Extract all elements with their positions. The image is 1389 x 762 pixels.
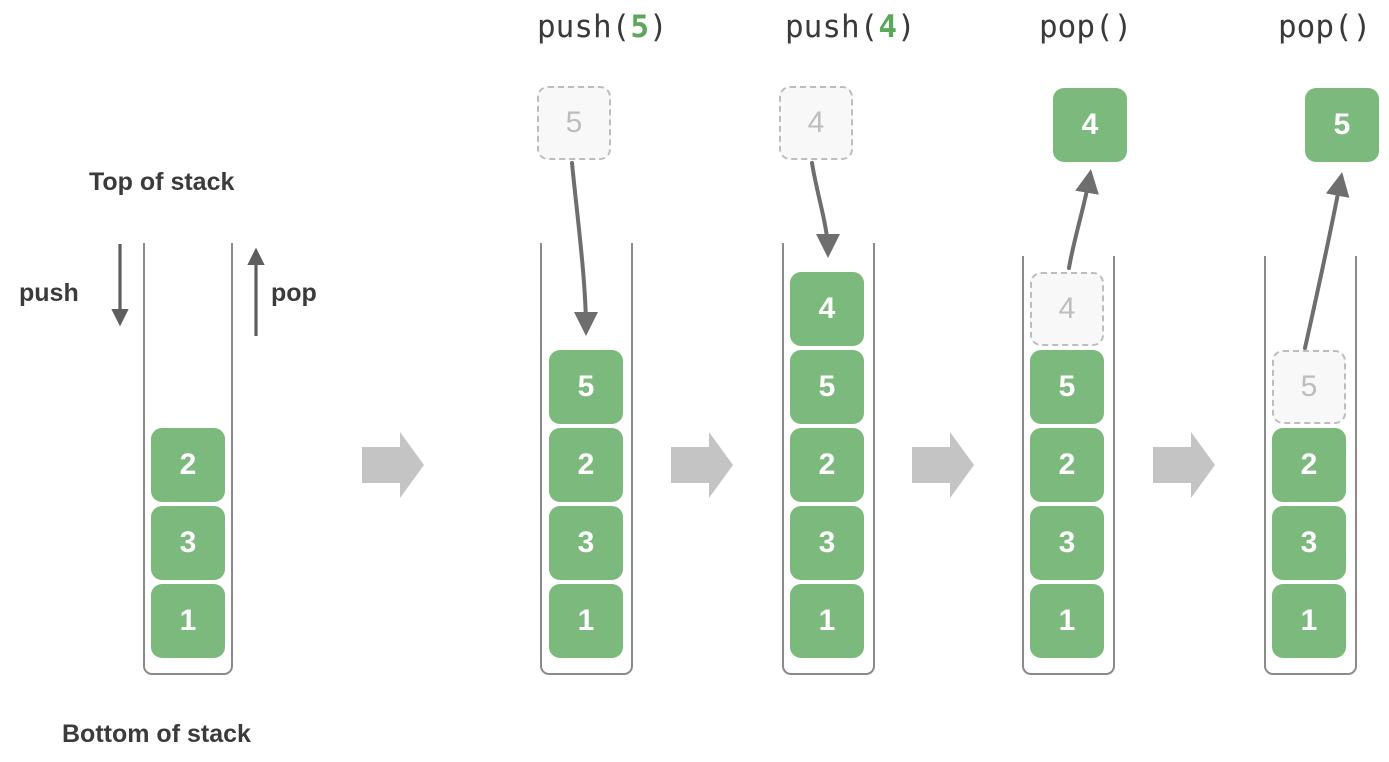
stack-cell: 2 (1030, 428, 1104, 502)
stack-cell: 4 (1030, 272, 1104, 346)
cell-value: 3 (1300, 526, 1318, 559)
operation-label-pop-1: pop() (1039, 12, 1132, 43)
cell-value: 3 (818, 526, 836, 559)
cell-value: 5 (1058, 370, 1076, 403)
cell-value: 5 (1300, 370, 1318, 403)
stack-cell: 1 (151, 584, 225, 658)
op-close: ) (897, 9, 916, 45)
stack-cell: 1 (549, 584, 623, 658)
stack-cell: 1 (1030, 584, 1104, 658)
flow-arrow-4 (1153, 432, 1215, 498)
push-4-motion-arrow (810, 161, 840, 258)
push-label: push (19, 279, 79, 307)
stack-cell: 2 (549, 428, 623, 502)
cell-value: 5 (1333, 108, 1351, 141)
cell-value: 1 (1058, 604, 1076, 637)
cell-value: 4 (1081, 108, 1099, 141)
stack-cell: 5 (549, 350, 623, 424)
op-close: ) (649, 9, 668, 45)
stack-cell: 3 (549, 506, 623, 580)
cell-value: 1 (577, 604, 595, 637)
stack-cell: 3 (790, 506, 864, 580)
cell-value: 4 (818, 292, 836, 325)
flow-arrow-2 (671, 432, 733, 498)
stack-cell: 5 (790, 350, 864, 424)
cell-value: 5 (818, 370, 836, 403)
stack-cell: 1 (1272, 584, 1346, 658)
stack-cell: 5 (1272, 350, 1346, 424)
cell-value: 3 (577, 526, 595, 559)
stack-cell: 2 (790, 428, 864, 502)
incoming-value-box: 5 (537, 86, 611, 160)
pop-4-motion-arrow (1067, 169, 1099, 270)
cell-value: 3 (179, 526, 197, 559)
cell-value: 2 (179, 448, 197, 481)
outgoing-value-box: 5 (1305, 88, 1379, 162)
stack-cell: 1 (790, 584, 864, 658)
cell-value: 2 (818, 448, 836, 481)
flow-arrow-3 (912, 432, 974, 498)
top-of-stack-label: Top of stack (89, 168, 235, 196)
operation-label-push-4: push(4) (785, 12, 916, 43)
stack-cell: 5 (1030, 350, 1104, 424)
op-arg: 5 (630, 9, 649, 45)
cell-value: 5 (565, 106, 583, 139)
cell-value: 2 (1058, 448, 1076, 481)
stack-cell: 3 (151, 506, 225, 580)
cell-value: 5 (577, 370, 595, 403)
stack-cell: 4 (790, 272, 864, 346)
cell-value: 2 (1300, 448, 1318, 481)
cell-value: 2 (577, 448, 595, 481)
cell-value: 4 (1058, 292, 1076, 325)
cell-value: 1 (1300, 604, 1318, 637)
bottom-of-stack-label: Bottom of stack (62, 720, 251, 748)
outgoing-value-box: 4 (1053, 88, 1127, 162)
cell-value: 1 (179, 604, 197, 637)
op-text: push( (537, 9, 631, 45)
cell-value: 4 (807, 106, 825, 139)
op-text: pop( (1039, 9, 1114, 45)
stack-cell: 2 (151, 428, 225, 502)
op-close: ) (1113, 9, 1133, 45)
op-close: ) (1352, 9, 1372, 45)
operation-label-pop-2: pop() (1278, 12, 1371, 43)
stack-cell: 2 (1272, 428, 1346, 502)
stack-cell: 3 (1272, 506, 1346, 580)
operation-label-push-5: push(5) (537, 12, 668, 43)
flow-arrow-1 (362, 432, 424, 498)
op-text: push( (785, 9, 879, 45)
stack-cell: 3 (1030, 506, 1104, 580)
op-arg: 4 (878, 9, 897, 45)
cell-value: 3 (1058, 526, 1076, 559)
op-text: pop( (1278, 9, 1353, 45)
cell-value: 1 (818, 604, 836, 637)
incoming-value-box: 4 (779, 86, 853, 160)
pop-label: pop (271, 279, 317, 307)
